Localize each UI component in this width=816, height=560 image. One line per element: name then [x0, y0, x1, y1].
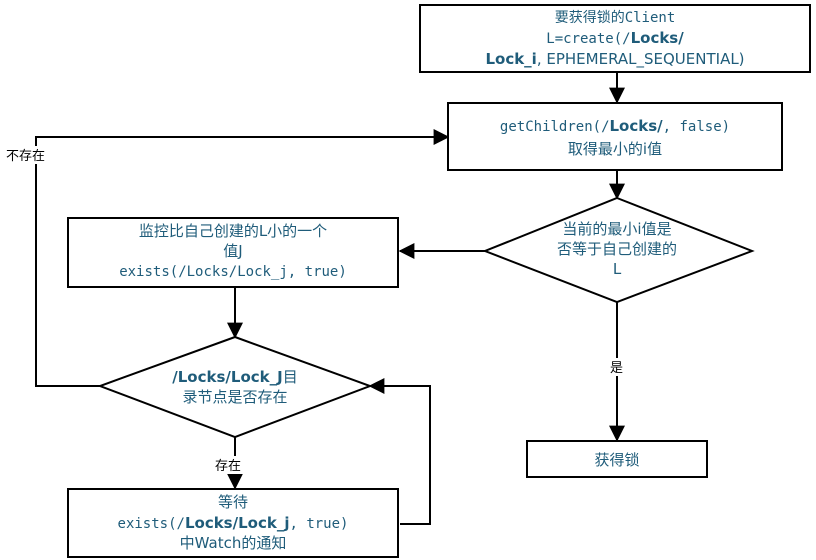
watch-line3: exists(/Locks/Lock_j, true) — [119, 264, 347, 280]
not-exist-label-bg — [4, 146, 66, 164]
watch-line1: 监控比自己创建的L小的一个 — [139, 222, 327, 240]
getchildren-line2: 取得最小的i值 — [568, 140, 662, 158]
compare-line1: 当前的最小i值是 — [562, 220, 671, 238]
create-line2: L=create(/Locks/ — [546, 29, 684, 47]
edge-label-yes: 是 — [610, 361, 623, 376]
watch-line2: 值J — [223, 242, 242, 260]
create-line3: Lock_i, EPHEMERAL_SEQUENTIAL) — [485, 50, 744, 69]
yes-label-bg — [607, 358, 627, 376]
node-compare-min: 当前的最小i值是 否等于自己创建的 L — [482, 196, 755, 304]
exists-check-line1: /Locks/Lock_J目 — [172, 368, 297, 386]
wait-line3: 中Watch的通知 — [180, 534, 287, 552]
exists-check-line2: 录节点是否存在 — [182, 388, 287, 406]
getchildren-line1: getChildren(/Locks/, false) — [500, 117, 730, 135]
compare-line2: 否等于自己创建的 — [557, 240, 677, 258]
node-acquire-lock: 获得锁 — [526, 440, 708, 478]
node-watch-previous: 监控比自己创建的L小的一个 值J exists(/Locks/Lock_j, t… — [67, 217, 399, 288]
edge-wait-loop-to-exists-check — [368, 378, 431, 525]
exists-label-bg — [212, 456, 258, 474]
acquire-label: 获得锁 — [594, 451, 639, 469]
edge-label-exists: 存在 — [215, 459, 241, 474]
wait-line2: exists(/Locks/Lock_j, true) — [118, 514, 349, 532]
create-line1: 要获得锁的Client — [555, 9, 676, 26]
compare-line3: L — [613, 260, 622, 278]
node-getchildren: getChildren(/Locks/, false) 取得最小的i值 — [447, 102, 783, 171]
node-wait: 等待 exists(/Locks/Lock_j, true) 中Watch的通知 — [67, 488, 399, 558]
edge-not-exist-to-getchildren — [35, 129, 450, 387]
edge-label-not-exist: 不存在 — [6, 149, 45, 164]
node-create-lock: 要获得锁的Client L=create(/Locks/ Lock_i, EPH… — [419, 4, 811, 73]
wait-line1: 等待 — [218, 493, 248, 511]
node-exists-check: /Locks/Lock_J目 录节点是否存在 — [97, 335, 373, 439]
